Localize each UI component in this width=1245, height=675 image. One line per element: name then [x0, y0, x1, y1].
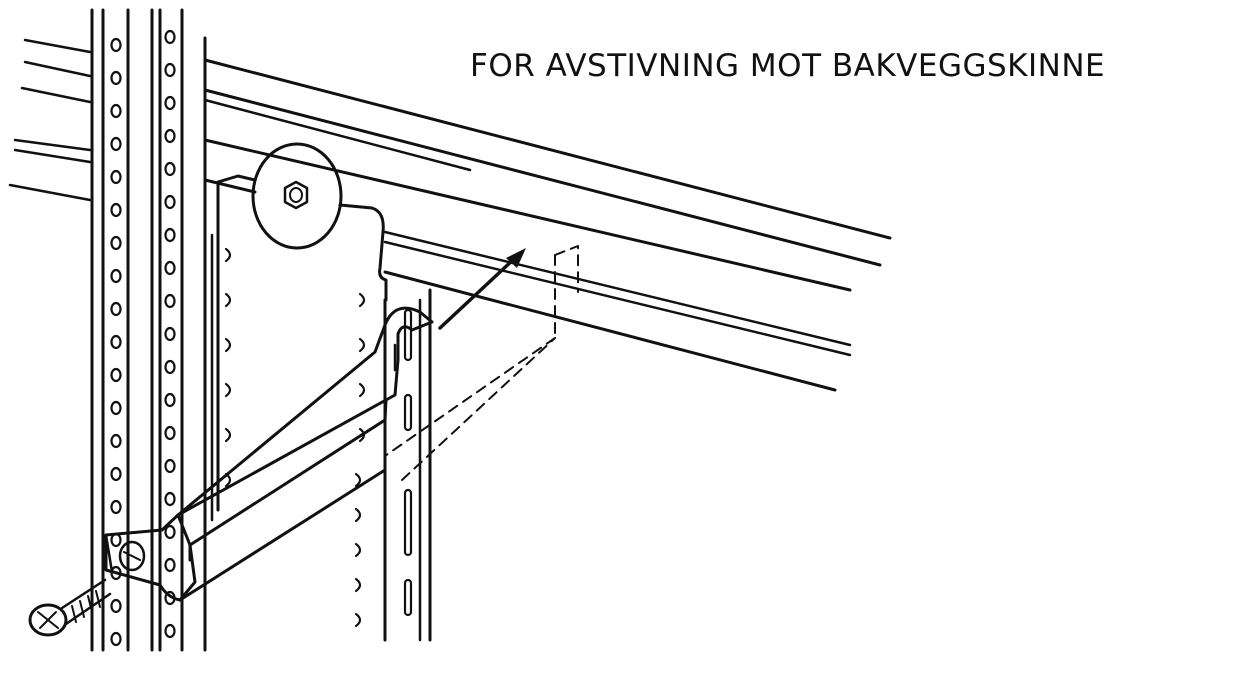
- caption-text: FOR AVSTIVNING MOT BAKVEGGSKINNE: [470, 48, 1106, 84]
- washer: [251, 142, 343, 250]
- rack-hole: [164, 161, 176, 177]
- rack-hole: [164, 293, 176, 309]
- rack-hole: [164, 425, 176, 441]
- rack-hole: [110, 433, 122, 449]
- rail-hole: [354, 612, 362, 628]
- rack-hole: [164, 128, 176, 144]
- rack-hole: [164, 95, 176, 111]
- rail-slot: [403, 308, 413, 362]
- rack-hole: [164, 392, 176, 408]
- rack-hole: [164, 359, 176, 375]
- rack-hole: [110, 631, 122, 647]
- rail-slot: [403, 393, 413, 432]
- rack-hole: [110, 268, 122, 284]
- front-rack-post: [90, 8, 207, 652]
- rack-hole: [164, 458, 176, 474]
- rack-hole: [164, 227, 176, 243]
- rack-hole: [110, 202, 122, 218]
- rack-hole: [110, 400, 122, 416]
- rail-slot: [403, 488, 413, 557]
- rack-hole: [110, 70, 122, 86]
- rack-hole: [110, 334, 122, 350]
- rack-hole: [164, 62, 176, 78]
- rack-hole: [110, 169, 122, 185]
- screw-icon: [28, 578, 112, 637]
- placement-outline: [384, 245, 579, 481]
- plate-hole: [224, 292, 232, 308]
- plate-hole: [224, 337, 232, 353]
- rack-hole: [164, 326, 176, 342]
- rack-hole: [110, 598, 122, 614]
- rack-hole: [110, 367, 122, 383]
- plate-hole: [224, 247, 232, 263]
- rail-hole: [354, 577, 362, 593]
- rail-hole: [354, 507, 362, 523]
- rack-hole: [110, 37, 122, 53]
- rack-hole: [164, 524, 176, 540]
- mounting-plate: [210, 174, 388, 522]
- rack-hole: [110, 136, 122, 152]
- rail-slot: [403, 578, 413, 617]
- rail-hole: [354, 472, 362, 488]
- rack-hole: [164, 260, 176, 276]
- rack-hole: [164, 491, 176, 507]
- rail-hole: [354, 542, 362, 558]
- rack-hole: [164, 623, 176, 639]
- arrow-icon: [438, 248, 526, 330]
- rack-hole: [164, 29, 176, 45]
- plate-hole: [358, 337, 366, 353]
- rack-hole: [110, 301, 122, 317]
- plate-hole: [358, 292, 366, 308]
- back-wall-rail: [8, 38, 892, 392]
- rack-hole: [164, 557, 176, 573]
- rack-hole: [110, 235, 122, 251]
- rack-hole: [110, 103, 122, 119]
- bracket-icon: [104, 306, 434, 602]
- plate-hole: [358, 382, 366, 398]
- rack-hole: [164, 194, 176, 210]
- plate-hole: [224, 427, 232, 443]
- rack-hole: [110, 499, 122, 515]
- plate-hole: [224, 382, 232, 398]
- rack-hole: [110, 466, 122, 482]
